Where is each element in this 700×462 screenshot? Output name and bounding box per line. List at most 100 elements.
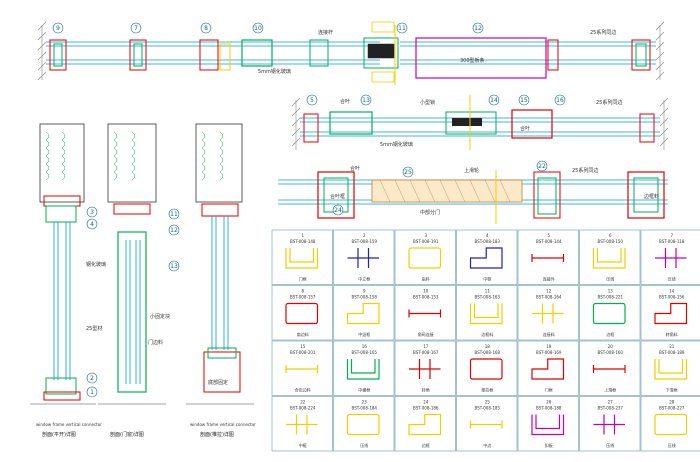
label-low-b: 合叶框: [330, 193, 345, 200]
callout-mid-4: 16: [556, 97, 564, 104]
callout-top-1: 7: [134, 25, 138, 32]
profile-number: 25: [485, 400, 491, 405]
profile-code: BST-008-224: [290, 406, 316, 411]
caption-sec-0: 剖面(平开)详图: [42, 431, 76, 438]
profile-code: BST-008-165: [352, 350, 378, 355]
profile-shape: [531, 358, 565, 380]
profile-name: 压线: [668, 276, 676, 282]
profile-shape: [655, 248, 687, 268]
label-top-mid: 连接杆: [318, 29, 333, 36]
label-mid-c: 25系列同边: [596, 99, 622, 106]
callout-low-1: 22: [538, 163, 546, 170]
profile-shape: [592, 365, 626, 373]
callout-sec-0: 3: [90, 209, 94, 216]
sections: 3 4 2 1 11 12 13 钢化玻璃 25型材 小固定块 门边料 底部固定…: [30, 123, 256, 438]
profile-name: 扇料: [422, 276, 430, 282]
profile-name: 连接件: [543, 276, 555, 282]
profile-number: 24: [423, 400, 429, 405]
profile-code: BST-008-189: [659, 350, 685, 355]
sublabel-sec-0: window frame vertical connector: [36, 422, 102, 427]
callout-mid-0: 5: [310, 97, 314, 104]
profile-code: BST-008-168: [475, 350, 501, 355]
profile-code: BST-008-153: [413, 295, 439, 300]
profile-name: 压线: [668, 442, 676, 448]
label-low-d: 25系列同边: [572, 167, 598, 174]
profile-code: BST-008-158: [352, 295, 378, 300]
profile-name: 边框料: [481, 331, 493, 337]
profile-shape: [654, 413, 688, 436]
profile-name: 上滑框: [604, 387, 616, 393]
profile-number: 4: [486, 233, 489, 238]
profile-code: BST-008-185: [475, 406, 501, 411]
profile-number: 20: [608, 344, 614, 349]
plan-low: 25 22 24 合叶 合叶框 中部分门 25系列同边 上滑轮 边框料: [278, 160, 668, 224]
caption-sec-1: 剖面(门窗)详图: [110, 431, 144, 438]
profile-code: BST-008-227: [659, 406, 685, 411]
profile-shape: [469, 420, 503, 429]
profile-name: 下滑框: [666, 387, 678, 393]
profile-name: 门框: [545, 387, 553, 393]
profile-name: 压线: [606, 276, 614, 282]
profile-name: 中横框: [358, 387, 370, 393]
callout-top-2: 8: [204, 25, 208, 32]
profile-code: BST-008-144: [536, 239, 562, 244]
profile-code: BST-008-164: [536, 295, 562, 300]
profile-shape: [531, 414, 565, 436]
label-low-f: 边框料: [644, 193, 659, 200]
label-top-right: 25系列同边: [590, 29, 616, 36]
profile-name: 转角: [422, 387, 430, 393]
label-low-e: 上滑轮: [464, 167, 479, 174]
profile-shape: [409, 359, 441, 379]
label-top-glass: 5mm钢化玻璃: [258, 68, 291, 75]
profile-name: 连接料: [543, 331, 555, 337]
callout-mid-1: 13: [362, 97, 370, 104]
profile-number: 6: [609, 233, 612, 238]
profile-shape: [347, 248, 379, 268]
profile-name: 压线: [360, 442, 368, 448]
profile-code: BST-008-183: [475, 239, 501, 244]
profile-name: 合页边料: [295, 387, 311, 393]
profile-number: 12: [546, 289, 552, 294]
profile-number: 2: [363, 233, 366, 238]
profile-number: 21: [669, 344, 675, 349]
profile-number: 22: [300, 400, 306, 405]
profile-code: BST-008-157: [290, 295, 316, 300]
label-mid-a: 合叶: [340, 98, 350, 105]
profile-code: BST-008-191: [413, 239, 439, 244]
profile-number: 27: [608, 400, 614, 405]
label-sec-e: 底部固定: [208, 379, 228, 386]
profile-number: 17: [423, 344, 429, 349]
callout-mid-3: 15: [520, 97, 528, 104]
profile-shape: [592, 248, 626, 269]
profile-number: 10: [423, 289, 429, 294]
profile-shape: [408, 309, 442, 318]
profile-number: 5: [547, 233, 550, 238]
profile-number: 3: [424, 233, 427, 238]
callout-top-4: 11: [398, 25, 406, 32]
callout-sec-3: 1: [90, 389, 94, 396]
sublabel-sec-2: window frame vertical connector: [190, 422, 256, 427]
plan-top: 9 7 8 10 11 12 5mm钢化玻璃 300型板条 25系列同边 连接杆: [37, 21, 665, 85]
profile-name: 中立框: [358, 276, 370, 282]
profile-code: BST-008-169: [536, 350, 562, 355]
profile-number: 9: [363, 289, 366, 294]
label-sec-b: 25型材: [86, 325, 102, 332]
profile-name: 角码连接: [418, 331, 434, 337]
profile-name: 扇边料: [297, 331, 309, 337]
profile-name: 转角料: [666, 331, 678, 337]
callout-sec-6: 13: [170, 263, 178, 270]
profile-code: BST-008-167: [413, 350, 439, 355]
profile-name: 边框: [422, 442, 430, 448]
